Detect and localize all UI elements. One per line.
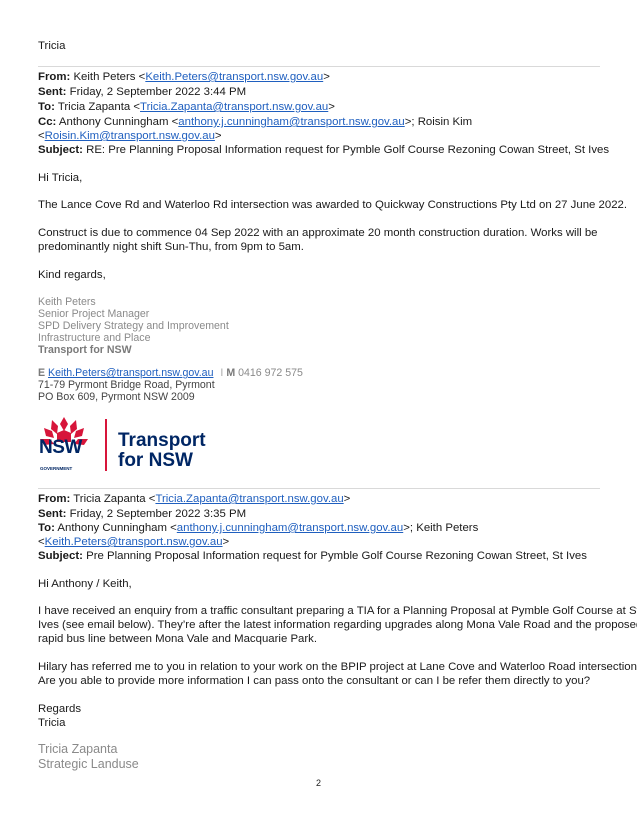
cc-email-link[interactable]: anthony.j.cunningham@transport.nsw.gov.a… [178, 116, 405, 128]
to-second-name: >; Keith Peters [403, 522, 479, 534]
to-email-link-2[interactable]: Keith.Peters@transport.nsw.gov.au [44, 536, 223, 548]
email2-from: From: Tricia Zapanta <Tricia.Zapanta@tra… [38, 492, 350, 506]
page-number: 2 [315, 778, 321, 788]
email2-sign-name: Tricia [38, 717, 66, 729]
email2-para2-line2: Are you able to provide more information… [38, 675, 591, 687]
email1-cc-cont: <Roisin.Kim@transport.nsw.gov.au> [38, 129, 222, 143]
signature-address2: PO Box 609, Pyrmont NSW 2009 [38, 391, 195, 403]
cc-second-name: >; Roisin Kim [404, 116, 473, 128]
cc-email-link-2[interactable]: Roisin.Kim@transport.nsw.gov.au [44, 130, 215, 142]
sent-value: Friday, 2 September 2022 3:35 PM [69, 508, 247, 520]
divider [38, 66, 600, 67]
signature-address1: 71-79 Pyrmont Bridge Road, Pyrmont [38, 379, 215, 391]
signature-contact: E Keith.Peters@transport.nsw.gov.au I M … [38, 367, 303, 379]
signature-title: Senior Project Manager [38, 308, 150, 320]
email2-greeting: Hi Anthony / Keith, [38, 578, 132, 590]
email2-to-cont: <Keith.Peters@transport.nsw.gov.au> [38, 535, 229, 549]
top-name: Tricia [38, 40, 66, 52]
email1-para2-line1: Construct is due to commence 04 Sep 2022… [38, 227, 598, 239]
to-email-link[interactable]: Tricia.Zapanta@transport.nsw.gov.au [140, 101, 329, 113]
cc-label: Cc: [38, 116, 57, 128]
email1-closing: Kind regards, [38, 269, 106, 281]
from-label: From: [38, 493, 71, 505]
to-label: To: [38, 101, 55, 113]
email2-subject: Subject: Pre Planning Proposal Informati… [38, 549, 587, 563]
separator: I [220, 367, 224, 379]
subject-value: Pre Planning Proposal Information reques… [86, 550, 587, 562]
email2-sent: Sent: Friday, 2 September 2022 3:35 PM [38, 507, 246, 521]
email2-regards: Regards [38, 703, 82, 715]
subject-value: RE: Pre Planning Proposal Information re… [86, 144, 610, 156]
email2-para2-line1: Hilary has referred me to you in relatio… [38, 661, 637, 673]
transport-nsw-logo: NSW GOVERNMENT Transport for NSW [38, 415, 218, 475]
bracket: > [328, 101, 335, 113]
from-email-link[interactable]: Tricia.Zapanta@transport.nsw.gov.au [155, 493, 344, 505]
email1-from: From: Keith Peters <Keith.Peters@transpo… [38, 70, 330, 84]
email1-para2-line2: predominantly night shift Sun-Thu, from … [38, 241, 304, 253]
signature-org-text: Transport for NSW [38, 344, 132, 356]
logo-divider [105, 419, 107, 471]
subject-label: Subject: [38, 550, 83, 562]
email1-sent: Sent: Friday, 2 September 2022 3:44 PM [38, 85, 246, 99]
bracket: > [214, 130, 222, 142]
nsw-wordmark: NSW [39, 437, 82, 458]
divider [38, 488, 600, 489]
from-name: Tricia Zapanta < [73, 493, 156, 505]
government-wordmark: GOVERNMENT [40, 466, 73, 471]
bracket: > [323, 71, 330, 83]
signature-division: Infrastructure and Place [38, 332, 151, 344]
email1-greeting: Hi Tricia, [38, 172, 83, 184]
email2-to: To: Anthony Cunningham <anthony.j.cunnin… [38, 521, 478, 535]
email-label: E [38, 367, 46, 379]
email2-signature-title: Strategic Landuse [38, 757, 139, 771]
email2-para1-line3: rapid bus line between Mona Vale and Mac… [38, 633, 318, 645]
email1-subject: Subject: RE: Pre Planning Proposal Infor… [38, 143, 609, 157]
logo-line2: for NSW [118, 450, 193, 471]
to-label: To: [38, 522, 55, 534]
signature-email-link[interactable]: Keith.Peters@transport.nsw.gov.au [48, 367, 214, 379]
from-label: From: [38, 71, 71, 83]
bracket: > [222, 536, 230, 548]
to-email-link[interactable]: anthony.j.cunningham@transport.nsw.gov.a… [176, 522, 404, 534]
email1-para1: The Lance Cove Rd and Waterloo Rd inters… [38, 199, 628, 211]
sent-value: Friday, 2 September 2022 3:44 PM [69, 86, 247, 98]
mobile-label: M [226, 367, 236, 379]
bracket: > [343, 493, 351, 505]
email1-cc: Cc: Anthony Cunningham <anthony.j.cunnin… [38, 115, 472, 129]
to-name: Tricia Zapanta < [57, 101, 141, 113]
sent-label: Sent: [38, 508, 67, 520]
subject-label: Subject: [38, 144, 83, 156]
signature-name: Keith Peters [38, 296, 96, 308]
from-email-link[interactable]: Keith.Peters@transport.nsw.gov.au [145, 71, 324, 83]
from-name: Keith Peters < [73, 71, 146, 83]
email2-signature-name: Tricia Zapanta [38, 742, 118, 756]
mobile-number: 0416 972 575 [238, 367, 303, 379]
email2-para1-line1: I have received an enquiry from a traffi… [38, 605, 637, 617]
sent-label: Sent: [38, 86, 67, 98]
waratah-icon [40, 417, 88, 445]
logo-line1: Transport [118, 430, 206, 451]
signature-org: Transport for NSW [38, 344, 132, 356]
email2-para1-line2: Ives (see email below). They’re after th… [38, 619, 637, 631]
bracket: < [38, 536, 45, 548]
email1-to: To: Tricia Zapanta <Tricia.Zapanta@trans… [38, 100, 335, 114]
bracket: < [38, 130, 45, 142]
to-name: Anthony Cunningham < [57, 522, 177, 534]
signature-dept: SPD Delivery Strategy and Improvement [38, 320, 229, 332]
cc-name: Anthony Cunningham < [58, 116, 179, 128]
